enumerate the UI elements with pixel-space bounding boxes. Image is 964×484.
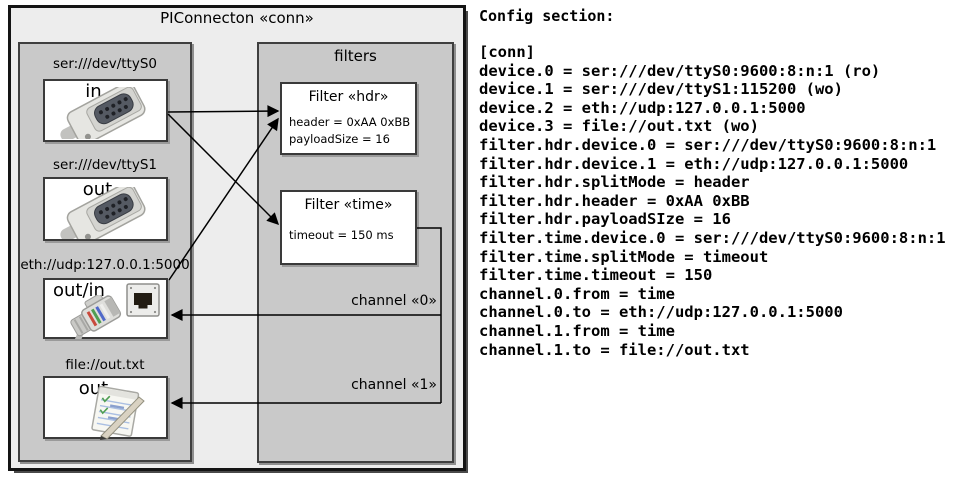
- ethernet-cable-icon: [62, 295, 122, 339]
- device-box-file: out: [43, 376, 168, 440]
- filters-panel-title: filters: [334, 47, 377, 65]
- config-lines: [conn] device.0 = ser:///dev/ttyS0:9600:…: [479, 43, 946, 359]
- connector-title: PIConnecton «conn»: [160, 9, 314, 27]
- serial-connector-icon: [60, 87, 146, 139]
- notepad-icon: [91, 386, 145, 440]
- device-direction-label: in: [85, 81, 102, 102]
- filter-time-title: Filter «time»: [304, 197, 393, 213]
- filter-hdr-box: Filter «hdr» header = 0xAA 0xBB payloadS…: [280, 82, 417, 155]
- device-url-udp: eth://udp:127.0.0.1:5000: [20, 257, 190, 273]
- channel-1-label: channel «1»: [351, 377, 437, 393]
- filter-hdr-title: Filter «hdr»: [308, 89, 389, 105]
- device-box-ttys1: out: [43, 177, 168, 241]
- ethernet-port-icon: [126, 283, 160, 317]
- filter-time-prop-timeout: timeout = 150 ms: [289, 228, 394, 242]
- filter-hdr-prop-payloadsize: payloadSize = 16: [289, 131, 390, 146]
- device-url-file: file://out.txt: [65, 357, 145, 373]
- channel-0-label: channel «0»: [351, 293, 437, 309]
- filter-hdr-prop-header: header = 0xAA 0xBB: [289, 115, 411, 129]
- device-direction-label: out/in: [53, 280, 105, 301]
- device-box-udp: out/in: [43, 278, 168, 339]
- device-url-ttys1: ser:///dev/ttyS1: [53, 157, 157, 173]
- device-box-ttys0: in: [43, 79, 168, 142]
- config-heading: Config section:: [479, 7, 615, 25]
- device-url-ttys0: ser:///dev/ttyS0: [53, 56, 157, 72]
- serial-connector-icon: [60, 187, 146, 239]
- filter-time-box: Filter «time» timeout = 150 ms: [280, 190, 417, 265]
